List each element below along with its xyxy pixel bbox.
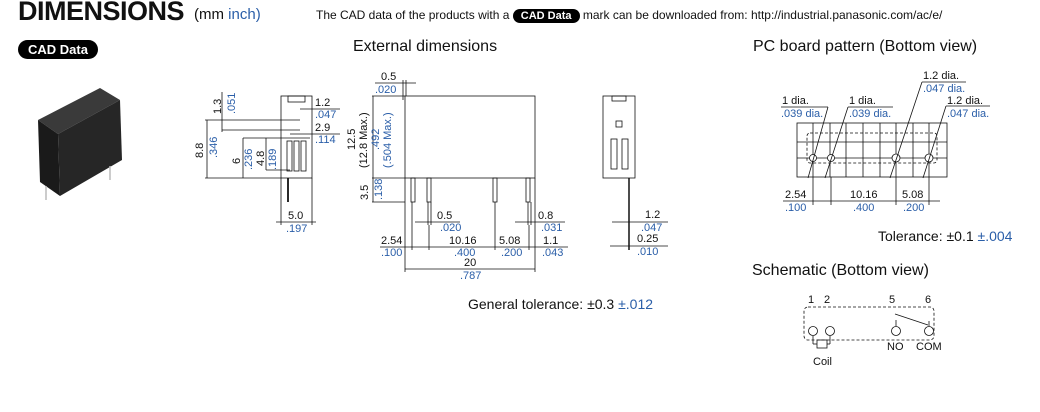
- schematic-title: Schematic (Bottom view): [752, 262, 929, 279]
- hole-6-mm: 1.2 dia.: [947, 95, 984, 107]
- dim-400: .400: [454, 247, 476, 259]
- dim-504-max: (.504 Max.): [382, 112, 394, 168]
- schematic-drawing: [803, 306, 935, 349]
- cad-data-inline-badge: CAD Data: [512, 9, 580, 23]
- dim-end-010: .010: [637, 246, 659, 258]
- dim-031: .031: [541, 222, 563, 234]
- dim-2-9: 2.9: [315, 122, 331, 134]
- pitch-2-mm: 10.16: [850, 189, 878, 201]
- dim-200: .200: [501, 247, 523, 259]
- hole-2-mm: 1 dia.: [849, 95, 876, 107]
- hole-5-inch: .047 dia.: [923, 83, 966, 95]
- dim-100: .100: [381, 247, 403, 259]
- dim-138: .138: [373, 178, 385, 200]
- pcb-tolerance: Tolerance: ±0.1 ±.004: [878, 228, 1012, 244]
- hole-5-mm: 1.2 dia.: [923, 70, 960, 82]
- dim-787: .787: [460, 270, 482, 282]
- units-inch: inch): [228, 6, 261, 23]
- coil-label: Coil: [813, 356, 832, 368]
- pin-1-label: 1: [808, 294, 815, 306]
- dim-5-0: 5.0: [288, 210, 304, 222]
- front-view-drawing: [372, 80, 568, 272]
- general-tolerance-inch: ±.012: [618, 296, 654, 312]
- dim-1-2: 1.2: [315, 97, 331, 109]
- dim-4-8: 4.8: [255, 150, 267, 166]
- hole-1-mm: 1 dia.: [782, 95, 809, 107]
- external-dimensions-title: External dimensions: [353, 38, 498, 55]
- hole-6-inch: .047 dia.: [947, 108, 990, 120]
- dim-189: .189: [267, 148, 279, 170]
- general-tolerance-mm: General tolerance: ±0.3: [468, 296, 615, 312]
- dim-end-1-2: 1.2: [645, 209, 661, 221]
- dim-346: .346: [208, 136, 220, 158]
- hole-1-inch: .039 dia.: [781, 108, 824, 120]
- pcb-pattern-title: PC board pattern (Bottom view): [753, 38, 978, 55]
- units-label: (mm inch): [194, 6, 261, 23]
- pin-5-label: 5: [889, 294, 896, 306]
- pitch-1-mm: 2.54: [785, 189, 807, 201]
- relay-product-photo: [38, 88, 122, 200]
- cad-data-badge[interactable]: CAD Data: [18, 40, 98, 59]
- dim-051: .051: [226, 92, 238, 114]
- dim-1-3: 1.3: [212, 98, 224, 114]
- cad-note-before: The CAD data of the products with a: [316, 8, 510, 22]
- side-view-drawing: [205, 92, 340, 225]
- hole-2-inch: .039 dia.: [849, 108, 892, 120]
- general-tolerance: General tolerance: ±0.3 ±.012: [468, 296, 653, 312]
- dim-114: .114: [315, 134, 336, 146]
- dim-end-0-25: 0.25: [637, 233, 659, 245]
- dim-8-8: 8.8: [194, 142, 206, 158]
- pitch-3-inch: .200: [903, 202, 925, 214]
- dim-1-1: 1.1: [543, 235, 559, 247]
- dim-end-047: .047: [641, 222, 663, 234]
- end-view-drawing: [602, 95, 668, 250]
- dim-5-08: 5.08: [499, 235, 521, 247]
- pitch-1-inch: .100: [785, 202, 807, 214]
- dim-12-8-max: (12.8 Max.): [358, 112, 370, 168]
- dim-236: .236: [243, 148, 255, 170]
- dim-10-16: 10.16: [449, 235, 477, 247]
- pitch-2-inch: .400: [853, 202, 875, 214]
- dim-2-54: 2.54: [381, 235, 403, 247]
- dim-6: 6: [231, 157, 243, 164]
- com-label: COM: [916, 341, 942, 353]
- dim-3-5: 3.5: [359, 184, 371, 200]
- cad-note: The CAD data of the products with a CAD …: [316, 8, 943, 23]
- units-mm: (mm: [194, 6, 224, 23]
- dim-492: .492: [370, 128, 382, 150]
- dim-047: .047: [315, 109, 337, 121]
- pin-2-label: 2: [824, 294, 831, 306]
- dim-20: 20: [464, 257, 477, 269]
- dim-0-8: 0.8: [538, 210, 554, 222]
- no-label: NO: [887, 341, 904, 353]
- pcb-tolerance-inch: ±.004: [977, 228, 1013, 244]
- dim-197: .197: [286, 223, 308, 235]
- pin-6-label: 6: [925, 294, 932, 306]
- pitch-3-mm: 5.08: [902, 189, 924, 201]
- cad-note-after[interactable]: mark can be downloaded from: http://indu…: [582, 8, 943, 22]
- pcb-tolerance-mm: Tolerance: ±0.1: [878, 228, 974, 244]
- page-title: DIMENSIONS: [18, 0, 185, 26]
- dim-0-5-top: 0.5: [381, 71, 397, 83]
- dim-020-top: .020: [375, 84, 397, 96]
- pcb-pattern-drawing: [781, 81, 990, 205]
- dim-0-5: 0.5: [437, 210, 453, 222]
- dim-12-5: 12.5: [346, 128, 358, 150]
- dim-043: .043: [542, 247, 564, 259]
- dim-020: .020: [440, 222, 462, 234]
